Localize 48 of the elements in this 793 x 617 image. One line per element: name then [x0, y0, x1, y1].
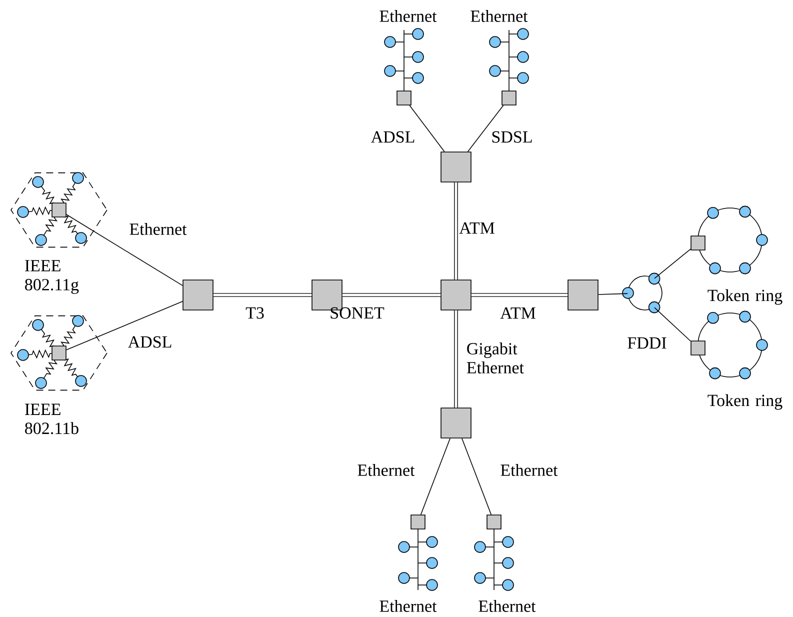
link-line — [342, 293, 441, 297]
router-box — [440, 408, 472, 438]
edge-label: Ethernet — [130, 223, 187, 235]
router-box — [440, 152, 472, 182]
edge-label: T3 — [246, 307, 264, 319]
link-line — [454, 182, 458, 280]
link-line — [213, 293, 312, 297]
network-label: Token ring — [708, 394, 782, 410]
edge-label: SDSL — [492, 131, 532, 143]
router-box — [440, 280, 472, 310]
edge-label: SONET — [330, 307, 384, 319]
edge-label: ADSL — [370, 131, 414, 143]
edge-label: Ethernet — [500, 464, 558, 476]
router-box — [410, 514, 426, 530]
link-line — [409, 105, 445, 152]
router-box — [52, 346, 66, 360]
router-box — [182, 280, 214, 310]
network-label: Token ring — [708, 289, 782, 305]
network-label: IEEE 802.11g — [25, 260, 79, 294]
link-line — [654, 248, 691, 279]
router-box — [502, 90, 516, 106]
router-box — [396, 90, 412, 106]
network-label: Ethernet — [380, 600, 437, 612]
edge-label: ADSL — [128, 336, 172, 348]
link-line — [454, 310, 458, 408]
link-line — [471, 293, 568, 297]
network-label: IEEE 802.11b — [25, 404, 78, 434]
router-box — [690, 236, 706, 250]
link-line — [598, 293, 628, 295]
router-box — [486, 514, 502, 530]
network-label: Ethernet — [470, 10, 528, 22]
router-box — [568, 280, 598, 310]
link-line — [467, 105, 504, 152]
network-label: Ethernet — [380, 10, 437, 22]
link-line — [654, 307, 691, 342]
edge-label: Gigabit Ethernet — [466, 342, 524, 374]
link-line — [462, 438, 492, 515]
network-label: FDDI — [628, 337, 666, 349]
router-box — [52, 202, 66, 218]
edge-label: Ethernet — [358, 464, 415, 476]
ring-drawing — [622, 272, 662, 314]
link-line — [66, 214, 183, 286]
edge-label: ATM — [500, 307, 536, 319]
network-label: Ethernet — [478, 600, 536, 612]
link-line — [420, 438, 450, 515]
link-line — [66, 301, 183, 350]
edge-label: ATM — [459, 222, 494, 234]
router-box — [690, 340, 706, 356]
